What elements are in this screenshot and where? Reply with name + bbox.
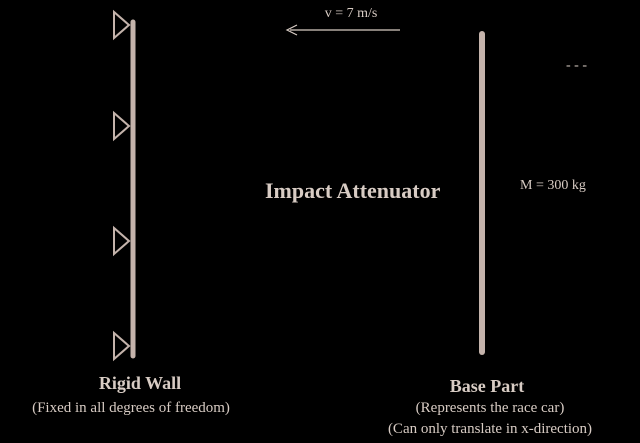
axis-mark: - - - [566, 58, 587, 73]
rigid-wall-subtitle: (Fixed in all degrees of freedom) [32, 400, 230, 416]
impact-attenuator-title: Impact Attenuator [265, 178, 441, 203]
mass-label: M = 300 kg [520, 178, 586, 193]
wall-support-icon [113, 9, 131, 41]
wall-support-icon [113, 330, 131, 362]
rigid-wall-title: Rigid Wall [98, 373, 182, 393]
velocity-label: v = 7 m/s [324, 6, 378, 21]
base-part-subtitle-1: (Represents the race car) [415, 400, 565, 416]
velocity-arrowhead [285, 24, 298, 36]
wall-support-icon [113, 110, 131, 142]
base-part-title: Base Part [449, 376, 525, 396]
base-part-subtitle-2: (Can only translate in x-direction) [387, 421, 593, 437]
wall-support-icon [113, 225, 131, 257]
